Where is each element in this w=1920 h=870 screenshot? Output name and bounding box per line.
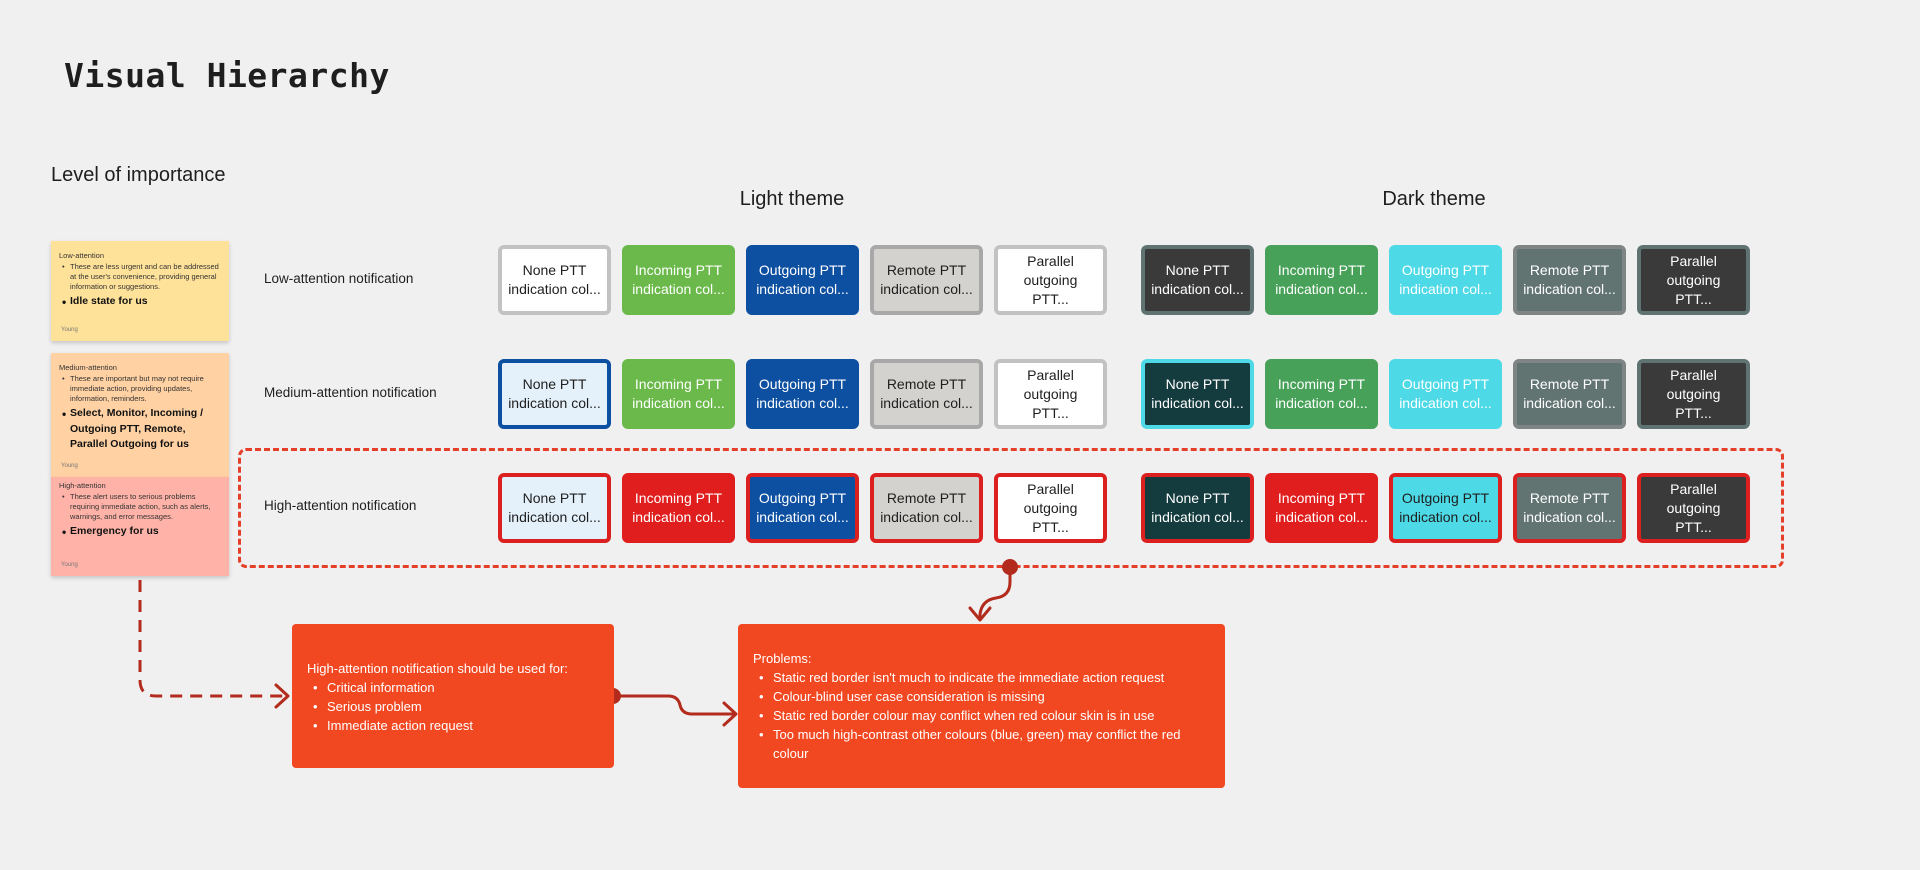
light-theme-title: Light theme	[739, 188, 845, 210]
sticky-description: These alert users to serious problems re…	[59, 492, 221, 522]
section-title: Level of importance	[51, 164, 226, 186]
connector-highlight-to-problems	[978, 567, 1012, 618]
arrowhead-highlight	[968, 606, 992, 622]
chip-dark-outgoing-ptt-indication-col[interactable]: Outgoing PTT indication col...	[1389, 245, 1502, 315]
usage-callout-item: Critical information	[307, 678, 600, 697]
chip-dark-remote-ptt-indication-col[interactable]: Remote PTT indication col...	[1513, 473, 1626, 543]
sticky-heading: High-attention	[59, 481, 106, 490]
sticky-author: Young	[61, 463, 78, 469]
row-label-high-attention: High-attention notification	[264, 498, 417, 513]
sticky-usage: Select, Monitor, Incoming / Outgoing PTT…	[59, 406, 221, 452]
chip-dark-none-ptt-indication-col[interactable]: None PTT indication col...	[1141, 245, 1254, 315]
problems-callout-item: Static red border colour may conflict wh…	[753, 706, 1211, 725]
chip-light-remote-ptt-indication-col[interactable]: Remote PTT indication col...	[870, 473, 983, 543]
chip-dark-remote-ptt-indication-col[interactable]: Remote PTT indication col...	[1513, 245, 1626, 315]
connector-sticky-to-usage	[138, 580, 286, 698]
chip-dark-incoming-ptt-indication-col[interactable]: Incoming PTT indication col...	[1265, 473, 1378, 543]
chip-dark-parallel-outgoing-ptt[interactable]: Parallel outgoing PTT...	[1637, 359, 1750, 429]
row-label-medium-attention: Medium-attention notification	[264, 385, 437, 400]
sticky-note-medium-attention[interactable]: Medium-attention These are important but…	[51, 353, 229, 477]
sticky-author: Young	[61, 562, 78, 568]
problems-callout-item: Too much high-contrast other colours (bl…	[753, 725, 1211, 763]
chip-dark-none-ptt-indication-col[interactable]: None PTT indication col...	[1141, 473, 1254, 543]
chip-light-outgoing-ptt-indication-col[interactable]: Outgoing PTT indication col...	[746, 473, 859, 543]
dark-theme-title: Dark theme	[1382, 188, 1486, 210]
usage-callout-item: Immediate action request	[307, 716, 600, 735]
sticky-description: These are less urgent and can be address…	[59, 262, 221, 292]
chip-dark-parallel-outgoing-ptt[interactable]: Parallel outgoing PTT...	[1637, 245, 1750, 315]
sticky-author: Young	[61, 327, 78, 333]
sticky-description: These are important but may not require …	[59, 374, 221, 404]
chip-light-outgoing-ptt-indication-col[interactable]: Outgoing PTT indication col...	[746, 359, 859, 429]
chip-light-incoming-ptt-indication-col[interactable]: Incoming PTT indication col...	[622, 359, 735, 429]
chip-light-parallel-outgoing-ptt[interactable]: Parallel outgoing PTT...	[994, 359, 1107, 429]
arrowhead-usage	[274, 683, 290, 709]
usage-callout[interactable]: High-attention notification should be us…	[292, 624, 614, 768]
sticky-heading: Low-attention	[59, 251, 105, 260]
arrowhead-problems	[722, 701, 738, 727]
chip-light-incoming-ptt-indication-col[interactable]: Incoming PTT indication col...	[622, 245, 735, 315]
chip-light-remote-ptt-indication-col[interactable]: Remote PTT indication col...	[870, 245, 983, 315]
sticky-note-high-attention[interactable]: High-attention These alert users to seri…	[51, 477, 229, 576]
chip-dark-outgoing-ptt-indication-col[interactable]: Outgoing PTT indication col...	[1389, 359, 1502, 429]
problems-callout-item: Colour-blind user case consideration is …	[753, 687, 1211, 706]
usage-callout-item: Serious problem	[307, 697, 600, 716]
problems-callout-item: Static red border isn't much to indicate…	[753, 668, 1211, 687]
chip-light-none-ptt-indication-col[interactable]: None PTT indication col...	[498, 359, 611, 429]
page-title: Visual Hierarchy	[64, 56, 390, 95]
chip-light-none-ptt-indication-col[interactable]: None PTT indication col...	[498, 473, 611, 543]
sticky-usage: Idle state for us	[59, 294, 221, 312]
chip-dark-incoming-ptt-indication-col[interactable]: Incoming PTT indication col...	[1265, 359, 1378, 429]
chip-light-remote-ptt-indication-col[interactable]: Remote PTT indication col...	[870, 359, 983, 429]
sticky-usage: Emergency for us	[59, 524, 221, 542]
usage-callout-heading: High-attention notification should be us…	[307, 661, 568, 676]
chip-dark-incoming-ptt-indication-col[interactable]: Incoming PTT indication col...	[1265, 245, 1378, 315]
sticky-heading: Medium-attention	[59, 363, 117, 372]
problems-callout-heading: Problems:	[753, 651, 812, 666]
chip-dark-outgoing-ptt-indication-col[interactable]: Outgoing PTT indication col...	[1389, 473, 1502, 543]
chip-light-parallel-outgoing-ptt[interactable]: Parallel outgoing PTT...	[994, 473, 1107, 543]
chip-light-outgoing-ptt-indication-col[interactable]: Outgoing PTT indication col...	[746, 245, 859, 315]
chip-dark-remote-ptt-indication-col[interactable]: Remote PTT indication col...	[1513, 359, 1626, 429]
connector-usage-to-problems	[613, 694, 734, 716]
chip-light-none-ptt-indication-col[interactable]: None PTT indication col...	[498, 245, 611, 315]
problems-callout[interactable]: Problems: Static red border isn't much t…	[738, 624, 1225, 788]
row-label-low-attention: Low-attention notification	[264, 271, 414, 286]
chip-light-incoming-ptt-indication-col[interactable]: Incoming PTT indication col...	[622, 473, 735, 543]
chip-light-parallel-outgoing-ptt[interactable]: Parallel outgoing PTT...	[994, 245, 1107, 315]
chip-dark-none-ptt-indication-col[interactable]: None PTT indication col...	[1141, 359, 1254, 429]
sticky-note-low-attention[interactable]: Low-attention These are less urgent and …	[51, 241, 229, 341]
chip-dark-parallel-outgoing-ptt[interactable]: Parallel outgoing PTT...	[1637, 473, 1750, 543]
